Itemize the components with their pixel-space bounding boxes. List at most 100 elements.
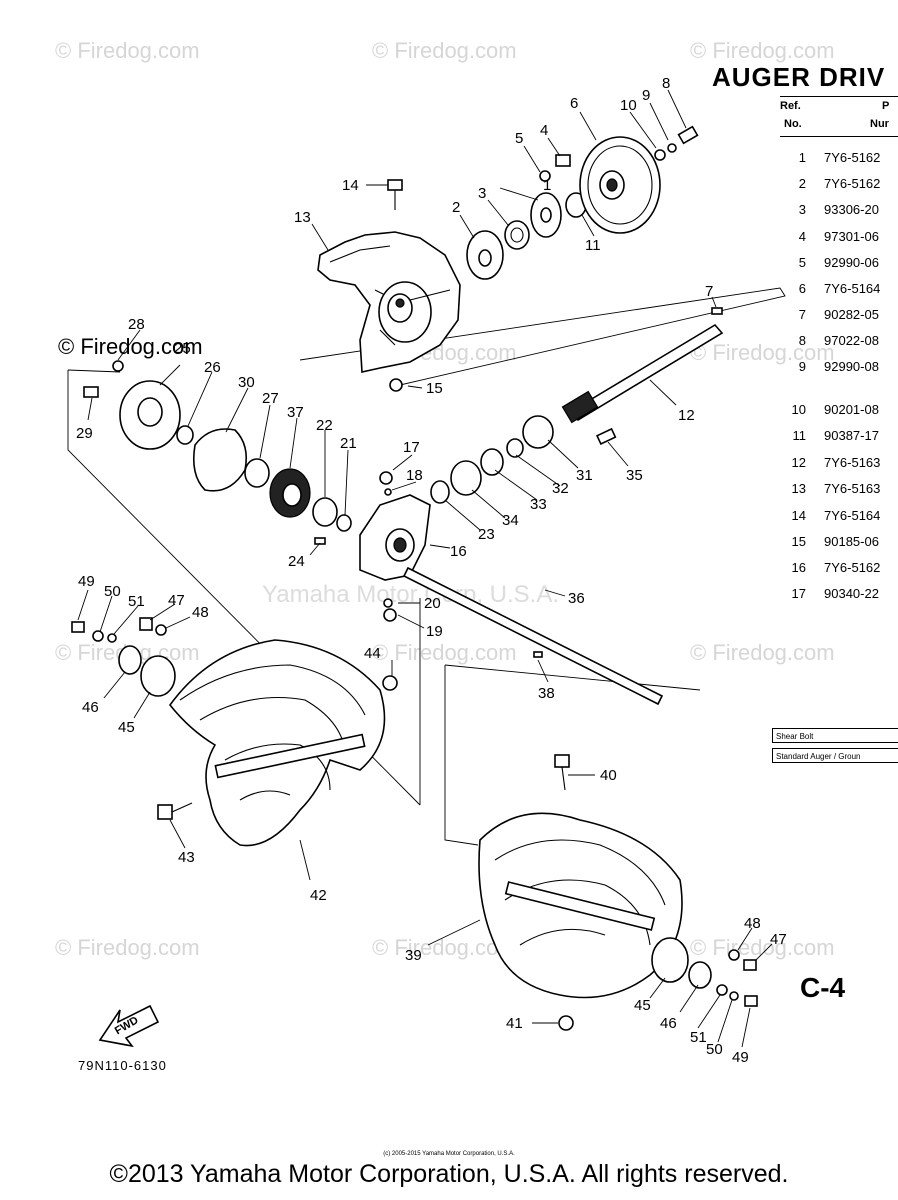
bolt-4: [539, 154, 571, 182]
callout-50-right: 50: [706, 1041, 723, 1058]
callout-37: 37: [287, 404, 304, 421]
gasket-30: [192, 428, 248, 492]
callout-51-right: 51: [690, 1029, 707, 1046]
callout-3: 3: [478, 185, 486, 202]
watermark-text-dark: © Firedog.com: [58, 334, 203, 359]
watermark-layer: © Firedog.com © Firedog.com © Firedog.co…: [55, 38, 835, 960]
callout-32: 32: [552, 480, 569, 497]
flange-45-right: [651, 937, 689, 983]
watermark-text: © Firedog.com: [55, 38, 200, 63]
cover-25: [119, 380, 181, 450]
part-cell: 7Y6-5162: [824, 150, 881, 165]
header-ref: Ref.: [780, 100, 801, 112]
part-cell: 90340-22: [824, 586, 879, 601]
assembly-outlines: [67, 287, 786, 846]
ref-cell: 8: [798, 333, 806, 348]
callout-4: 4: [540, 122, 548, 139]
legend-standard-auger: Standard Auger / Groun: [772, 748, 898, 763]
callout-40: 40: [600, 767, 617, 784]
figure-code: 79N110-6130: [78, 1058, 167, 1073]
part-cell: 90387-17: [824, 428, 879, 443]
callout-46-right: 46: [660, 1015, 677, 1032]
gear-housing-16: [359, 494, 431, 581]
callout-35: 35: [626, 467, 643, 484]
callout-23: 23: [478, 526, 495, 543]
bearing-46-right: [688, 961, 712, 989]
callout-49-right: 49: [732, 1049, 749, 1066]
callout-6: 6: [570, 95, 578, 112]
ref-cell: 1: [798, 150, 806, 165]
nut-48-right: [728, 949, 740, 961]
bolt-40: [554, 754, 570, 791]
callout-17: 17: [403, 439, 420, 456]
washer-50-left: [92, 630, 104, 642]
part-cell: 7Y6-5163: [824, 481, 881, 496]
bearing-3: [504, 220, 530, 250]
ref-cell: 13: [791, 481, 806, 496]
watermark-text: © Firedog.com: [690, 640, 835, 665]
flange-45-left: [140, 655, 176, 697]
bolt-28: [112, 360, 124, 372]
table-rule: [780, 136, 898, 137]
table-row: 13 7Y6-5163: [780, 481, 898, 501]
callout-41: 41: [506, 1015, 523, 1032]
part-cell: 7Y6-5163: [824, 455, 881, 470]
ref-cell: 7: [798, 307, 806, 322]
bolt-8: [677, 125, 699, 145]
part-cell: 90201-08: [824, 402, 879, 417]
callout-24: 24: [288, 553, 305, 570]
small-copyright: (c) 2005-2015 Yamaha Motor Corporation, …: [383, 1151, 515, 1157]
washer-51-left: [107, 633, 117, 643]
part-cell: 90185-06: [824, 534, 879, 549]
callout-19: 19: [426, 623, 443, 640]
bolt-29: [83, 386, 99, 398]
ref-cell: 6: [798, 281, 806, 296]
gear-37: [269, 468, 311, 518]
callout-46-left: 46: [82, 699, 99, 716]
callout-48-right: 48: [744, 915, 761, 932]
callout-36: 36: [568, 590, 585, 607]
pin-7: [711, 307, 723, 315]
watermark-text: © Firedog.com: [372, 38, 517, 63]
part-cell: 92990-06: [824, 255, 879, 270]
callout-33: 33: [530, 496, 547, 513]
seal-26: [176, 425, 194, 445]
table-rule: [780, 96, 898, 97]
callout-12: 12: [678, 407, 695, 424]
table-row: 10 90201-08: [780, 402, 898, 422]
callout-45-right: 45: [634, 997, 651, 1014]
watermark-text: © Firedog.com: [372, 640, 517, 665]
page-title: AUGER DRIV: [712, 62, 886, 92]
ref-cell: 5: [798, 255, 806, 270]
part-cell: 7Y6-5162: [824, 560, 881, 575]
bolt-35: [595, 427, 617, 445]
cover-34: [450, 460, 482, 496]
header-part: P: [882, 100, 890, 112]
callout-labels: 1 2 3 4 5 6 7 8 9 10 11 12 13 14 15 16 1…: [76, 75, 787, 1066]
washer-51-right: [716, 984, 728, 996]
bolt-49-left: [71, 621, 85, 633]
callout-50-left: 50: [104, 583, 121, 600]
shaft-36: [402, 566, 664, 706]
washer-18: [384, 488, 392, 496]
nut-19: [383, 608, 397, 622]
ref-cell: 10: [791, 402, 806, 417]
header-number: Nur: [870, 118, 889, 130]
washer-50-right: [729, 991, 739, 1001]
watermark-text: © Firedog.com: [690, 38, 835, 63]
bearing-27: [244, 458, 270, 488]
callout-22: 22: [316, 417, 333, 434]
callout-31: 31: [576, 467, 593, 484]
pin-38: [533, 651, 543, 658]
shaft-12: [561, 323, 724, 424]
callout-48-left: 48: [192, 604, 209, 621]
callout-30: 30: [238, 374, 255, 391]
pin-24: [314, 537, 326, 545]
